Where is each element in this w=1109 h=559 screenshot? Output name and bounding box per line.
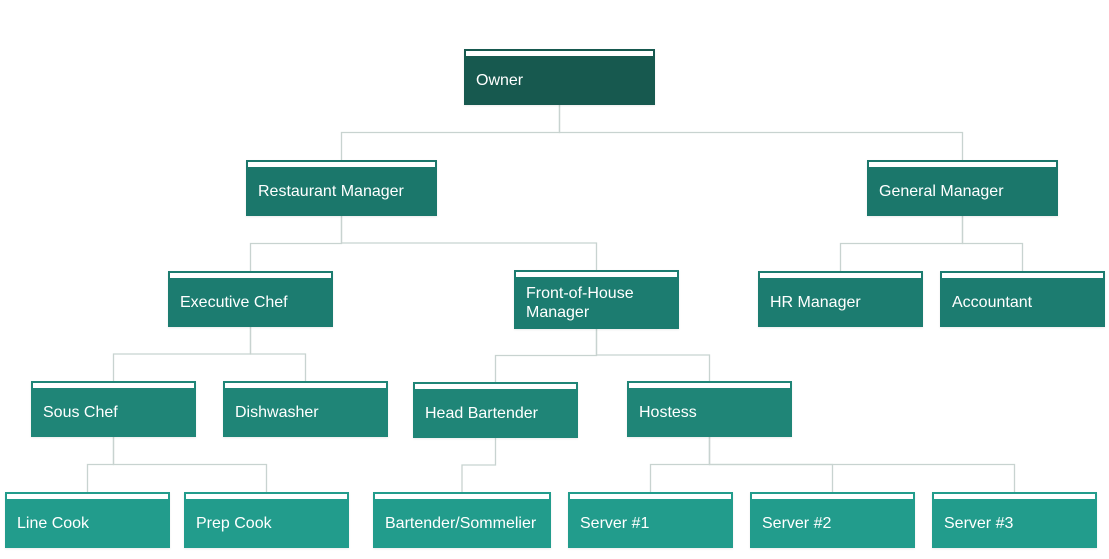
node-bartender-sommelier-label: Bartender/Sommelier: [385, 515, 537, 532]
connector-sous-chef-to-line-cook: [86, 437, 115, 492]
connector-restaurant-manager-to-executive-chef: [249, 216, 343, 271]
node-server-2-label: Server #2: [762, 515, 832, 532]
node-owner[interactable]: Owner: [464, 49, 655, 105]
connector-owner-to-restaurant-manager: [340, 105, 561, 160]
connector-executive-chef-to-dishwasher: [249, 327, 307, 381]
node-prep-cook-label: Prep Cook: [196, 515, 272, 532]
connector-head-bartender-to-bartender-sommelier: [461, 438, 497, 492]
connector-hostess-to-server-1: [649, 437, 711, 492]
node-server-3-label: Server #3: [944, 515, 1014, 532]
node-server-1[interactable]: Server #1: [568, 492, 733, 548]
connector-owner-to-general-manager: [558, 105, 964, 160]
node-hr-manager[interactable]: HR Manager: [758, 271, 923, 327]
node-server-2[interactable]: Server #2: [750, 492, 915, 548]
node-sous-chef-label: Sous Chef: [43, 404, 118, 421]
node-general-manager-label: General Manager: [879, 183, 1004, 200]
node-general-manager[interactable]: General Manager: [867, 160, 1058, 216]
node-hr-manager-label: HR Manager: [770, 294, 861, 311]
node-server-3[interactable]: Server #3: [932, 492, 1097, 548]
node-restaurant-manager[interactable]: Restaurant Manager: [246, 160, 437, 216]
node-bartender-sommelier[interactable]: Bartender/Sommelier: [373, 492, 551, 548]
connector-restaurant-manager-to-front-of-house-manager: [340, 216, 598, 270]
connector-general-manager-to-accountant: [961, 216, 1024, 271]
connector-sous-chef-to-prep-cook: [112, 437, 268, 492]
connector-general-manager-to-hr-manager: [839, 216, 964, 271]
node-restaurant-manager-label: Restaurant Manager: [258, 183, 404, 200]
connector-hostess-to-server-3: [708, 437, 1016, 492]
connector-front-of-house-manager-to-head-bartender: [494, 329, 598, 382]
node-prep-cook[interactable]: Prep Cook: [184, 492, 349, 548]
node-line-cook[interactable]: Line Cook: [5, 492, 170, 548]
node-accountant-label: Accountant: [952, 294, 1033, 311]
node-server-1-label: Server #1: [580, 515, 650, 532]
node-head-bartender-label: Head Bartender: [425, 405, 538, 422]
node-sous-chef[interactable]: Sous Chef: [31, 381, 196, 437]
node-head-bartender[interactable]: Head Bartender: [413, 382, 578, 438]
node-dishwasher[interactable]: Dishwasher: [223, 381, 388, 437]
node-dishwasher-label: Dishwasher: [235, 404, 319, 421]
node-hostess[interactable]: Hostess: [627, 381, 792, 437]
node-front-of-house-manager-label: Front-of-House Manager: [526, 285, 634, 321]
connector-executive-chef-to-sous-chef: [112, 327, 252, 381]
node-line-cook-label: Line Cook: [17, 515, 90, 532]
node-hostess-label: Hostess: [639, 404, 697, 421]
node-executive-chef[interactable]: Executive Chef: [168, 271, 333, 327]
node-front-of-house-manager[interactable]: Front-of-House Manager: [514, 270, 679, 329]
node-owner-label: Owner: [476, 72, 524, 89]
node-executive-chef-label: Executive Chef: [180, 294, 288, 311]
node-accountant[interactable]: Accountant: [940, 271, 1105, 327]
connector-front-of-house-manager-to-hostess: [595, 329, 711, 381]
